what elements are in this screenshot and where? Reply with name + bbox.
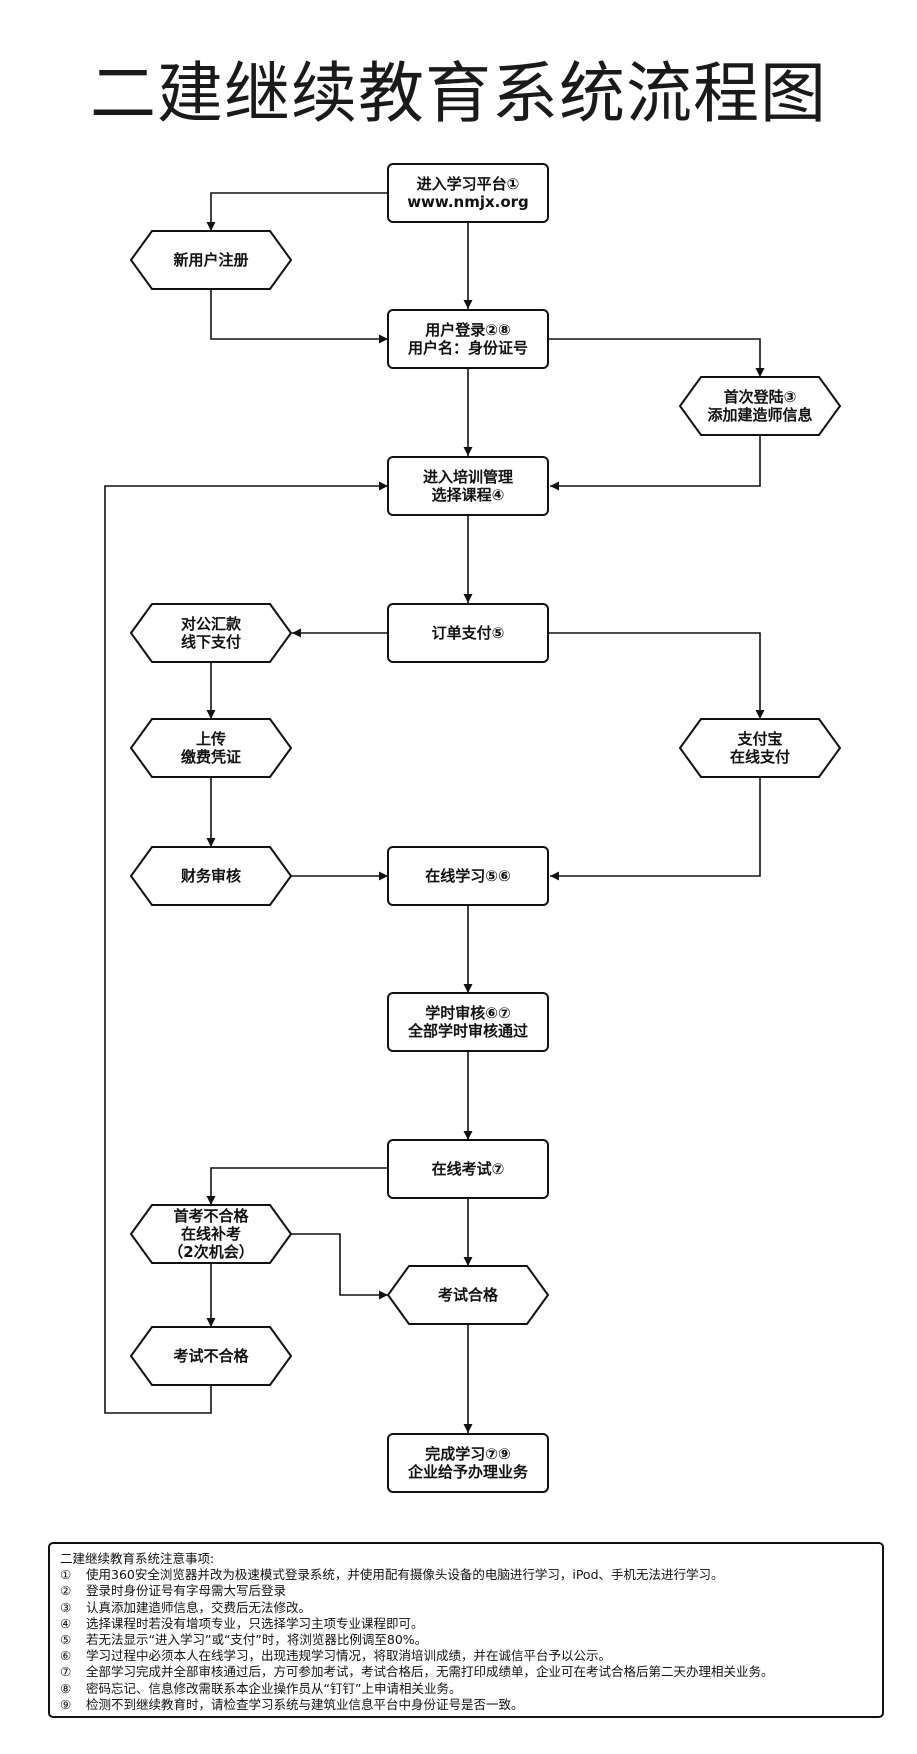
label-line: 添加建造师信息 [707,406,812,424]
label-line: 选择课程④ [432,486,505,504]
edge-platform-register [206,192,388,231]
label-line: www.nmjx.org [407,193,529,211]
node-hours-review[interactable] [387,992,549,1052]
label-finance-review: 财务审核 [181,867,241,885]
label-line: 考试不合格 [173,1347,249,1365]
label-line: 财务审核 [181,867,241,885]
label-line: 在线学习⑤⑥ [425,867,510,885]
label-line: 订单支付⑤ [432,624,505,642]
label-line: 新用户注册 [173,251,248,269]
node-complete[interactable] [387,1433,549,1493]
label-line: 全部学时审核通过 [407,1022,528,1040]
label-bank-transfer: 对公汇款线下支付 [181,615,242,651]
node-online-exam[interactable] [387,1139,549,1199]
node-first-login[interactable] [678,376,842,436]
label-line: 首考不合格 [173,1207,249,1225]
label-order-payment: 订单支付⑤ [432,624,505,642]
edge-exam-retake [206,1167,388,1205]
node-training-mgmt[interactable] [387,456,549,516]
node-exam-fail[interactable] [129,1326,293,1386]
page-title: 二建继续教育系统流程图 [90,55,827,132]
label-line: 企业给予办理业务 [407,1463,529,1481]
label-online-exam: 在线考试⑦ [432,1160,505,1178]
connectors [104,192,765,1433]
label-line: 考试合格 [438,1286,499,1304]
label-upload-receipt: 上传缴费凭证 [181,730,241,766]
label-line: 用户名：身份证号 [408,339,528,357]
node-alipay[interactable] [678,718,842,778]
edge-alipay-study [550,777,761,881]
edge-order-alipay [548,632,765,719]
label-line: 进入学习平台① [417,175,520,193]
decision-hexagons [129,230,842,1386]
node-exam-pass[interactable] [386,1265,550,1325]
node-enter-platform[interactable] [387,163,549,223]
node-finance-review[interactable] [129,846,293,906]
label-line: 在线补考 [181,1225,241,1243]
label-line: 在线支付 [730,748,790,766]
node-order-payment[interactable] [387,603,549,663]
label-line: 用户登录②⑧ [425,321,510,339]
label-training-mgmt: 进入培训管理选择课程④ [423,468,513,504]
edge-login-firstlogin [548,338,765,377]
edge-register-login [210,289,388,344]
node-upload-receipt[interactable] [129,718,293,778]
node-retake[interactable] [129,1204,293,1264]
label-line: 首次登陆③ [724,388,797,406]
label-line: 在线考试⑦ [432,1160,505,1178]
notes-heading: 二建继续教育系统注意事项: [60,1551,215,1566]
node-user-login[interactable] [387,309,549,369]
label-line: 上传 [196,730,226,748]
edge-firstlogin-training [550,435,761,491]
label-line: 进入培训管理 [423,468,513,486]
label-line: 缴费凭证 [181,748,241,766]
label-line: 完成学习⑦⑨ [425,1445,510,1463]
label-alipay: 支付宝在线支付 [730,730,790,766]
label-new-user-register: 新用户注册 [173,251,248,269]
process-boxes [387,163,549,1493]
label-retake: 首考不合格在线补考（2次机会） [168,1207,253,1261]
node-new-user-register[interactable] [129,230,293,290]
node-online-study[interactable] [387,846,549,906]
label-line: 线下支付 [181,633,241,651]
label-line: 对公汇款 [181,615,242,633]
edge-retake-pass [291,1233,388,1300]
edge-fail-training [104,481,388,1414]
label-exam-pass: 考试合格 [438,1286,499,1304]
label-line: 支付宝 [736,730,782,748]
label-line: 学时审核⑥⑦ [425,1004,510,1022]
label-line: （2次机会） [168,1243,253,1261]
node-bank-transfer[interactable] [129,603,293,663]
label-online-study: 在线学习⑤⑥ [425,867,510,885]
label-exam-fail: 考试不合格 [173,1347,249,1365]
